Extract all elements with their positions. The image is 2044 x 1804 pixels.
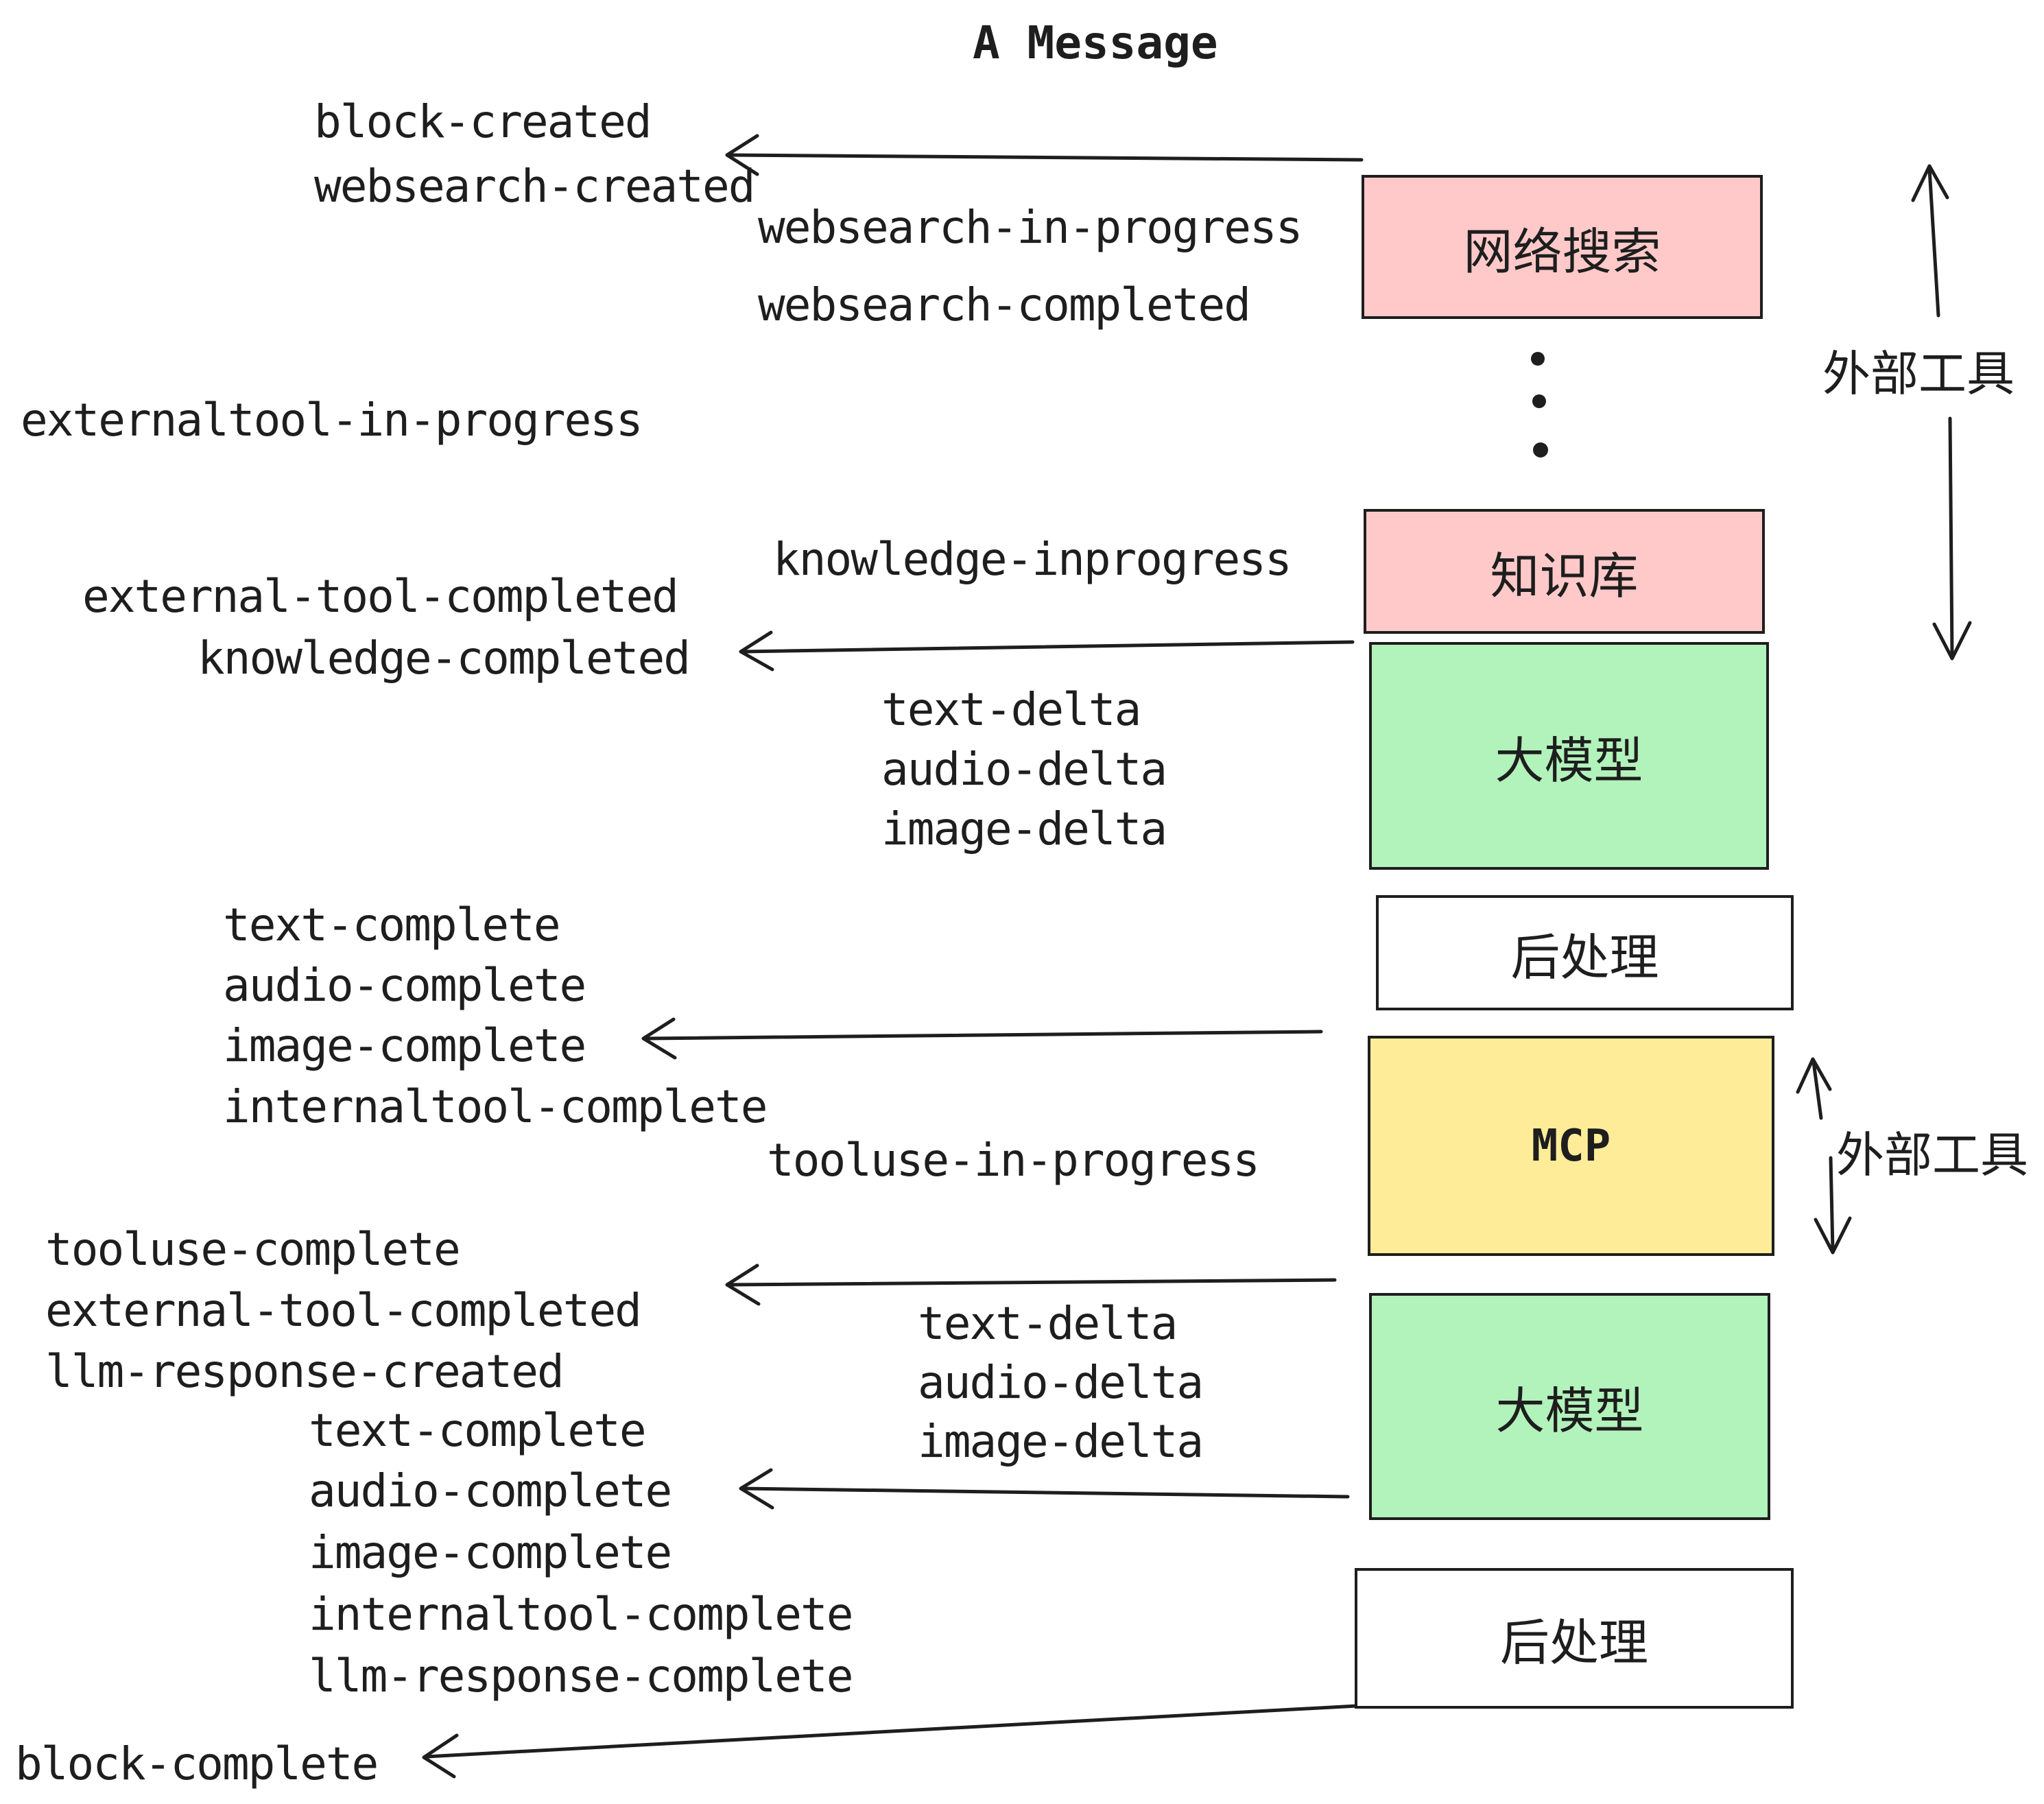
node-knowledge-base: 知识库 (1364, 509, 1765, 634)
event-image-delta-2: image-delta (918, 1415, 1204, 1468)
event-block-created: block-created (314, 95, 652, 148)
event-audio-delta-2: audio-delta (918, 1356, 1204, 1409)
node-knowledge-base-label: 知识库 (1490, 549, 1639, 604)
arrow-shaft-up (1927, 167, 1940, 318)
node-mcp-label: MCP (1531, 1120, 1611, 1172)
ellipsis-dots (1531, 352, 1548, 458)
node-llm-1-label: 大模型 (1495, 733, 1643, 789)
arrow-shaft-down (1948, 416, 1954, 658)
node-llm-1: 大模型 (1369, 642, 1769, 870)
arrow-shaft (740, 1486, 1350, 1499)
node-websearch: 网络搜索 (1362, 175, 1763, 319)
dot (1531, 352, 1545, 366)
event-websearch-in-progress: websearch-in-progress (758, 201, 1303, 254)
arrow-head-left (641, 1017, 677, 1060)
node-postprocess-2-label: 后处理 (1499, 1616, 1648, 1671)
event-llm-response-created: llm-response-created (45, 1345, 565, 1398)
event-external-tool-completed-2: external-tool-completed (45, 1284, 642, 1337)
arrow-head-left (725, 1263, 761, 1306)
arrow-head-left (725, 134, 759, 176)
event-audio-complete-1: audio-complete (223, 959, 586, 1012)
event-knowledge-inprogress: knowledge-inprogress (773, 533, 1292, 586)
diagram-title: A Message (973, 16, 1218, 69)
event-block-complete: block-complete (15, 1737, 379, 1790)
event-externaltool-in-progress: externaltool-in-progress (21, 394, 643, 447)
event-text-delta-1: text-delta (881, 683, 1141, 736)
event-tooluse-in-progress: tooluse-in-progress (767, 1134, 1260, 1187)
node-websearch-label: 网络搜索 (1463, 224, 1661, 280)
event-internaltool-complete-1: internaltool-complete (223, 1080, 768, 1133)
arrow-head-down (1814, 1216, 1852, 1255)
arrow-shaft-up (1811, 1060, 1823, 1120)
event-internaltool-complete-2: internaltool-complete (309, 1588, 853, 1641)
dot (1532, 394, 1546, 408)
event-text-delta-2: text-delta (918, 1297, 1178, 1350)
arrow-to-tooluse-complete (725, 1263, 1337, 1306)
arrow-head-left (739, 630, 774, 672)
event-image-complete-1: image-complete (223, 1019, 586, 1072)
event-audio-delta-1: audio-delta (881, 743, 1167, 796)
arrow-to-block-created (725, 134, 1364, 176)
arrow-to-audio-complete (739, 1468, 1350, 1510)
event-audio-complete-2: audio-complete (309, 1464, 672, 1517)
event-image-complete-2: image-complete (309, 1526, 672, 1579)
event-text-complete-2: text-complete (309, 1404, 647, 1457)
arrow-head-left (422, 1733, 459, 1779)
arrow-to-image-complete (641, 1017, 1323, 1060)
event-websearch-completed: websearch-completed (758, 278, 1251, 331)
double-arrow-external-tools-1 (1911, 164, 1972, 661)
double-arrow-external-tools-2 (1796, 1057, 1852, 1255)
node-llm-2: 大模型 (1369, 1293, 1770, 1520)
event-websearch-created: websearch-created (314, 160, 756, 213)
arrow-to-block-complete (422, 1704, 1359, 1779)
event-external-tool-completed-1: external-tool-completed (82, 570, 679, 623)
dot (1533, 442, 1548, 458)
arrow-shaft (643, 1030, 1323, 1041)
arrow-head-left (739, 1468, 774, 1510)
arrow-shaft (740, 640, 1355, 654)
node-llm-2-label: 大模型 (1495, 1384, 1644, 1439)
external-tools-label-2: 外部工具 (1836, 1128, 2028, 1182)
arrow-shaft (726, 153, 1364, 162)
node-postprocess-1-label: 后处理 (1510, 930, 1659, 986)
arrow-head-up (1796, 1057, 1832, 1094)
arrow-shaft-down (1829, 1156, 1835, 1252)
event-tooluse-complete: tooluse-complete (45, 1223, 461, 1276)
arrow-shaft (726, 1278, 1337, 1287)
event-image-delta-1: image-delta (881, 803, 1167, 855)
node-postprocess-2: 后处理 (1355, 1568, 1794, 1709)
arrow-head-up (1911, 164, 1949, 202)
event-text-complete-1: text-complete (223, 899, 561, 951)
node-postprocess-1: 后处理 (1376, 895, 1794, 1010)
external-tools-label-1: 外部工具 (1822, 347, 2015, 401)
event-llm-response-complete: llm-response-complete (309, 1650, 853, 1702)
arrow-head-down (1932, 621, 1972, 661)
node-mcp: MCP (1368, 1036, 1774, 1256)
arrow-shaft (425, 1704, 1359, 1759)
event-knowledge-completed: knowledge-completed (198, 632, 691, 685)
arrow-to-knowledge-completed (739, 630, 1355, 672)
